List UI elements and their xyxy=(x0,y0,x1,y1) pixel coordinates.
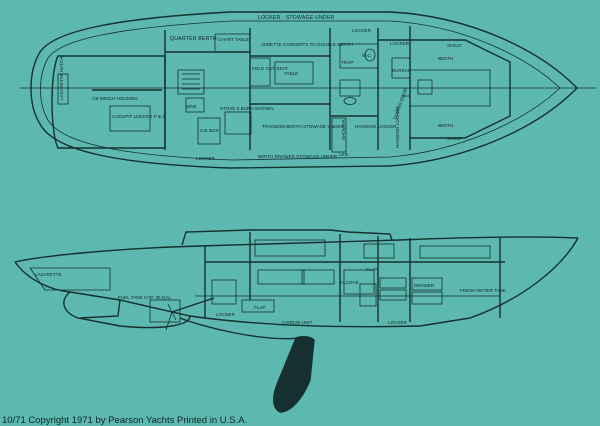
plan-hull-outline xyxy=(30,11,578,169)
label-fuel-tank: FUEL TANK CAP. 30 GAL xyxy=(118,295,171,300)
cabin-top-outline xyxy=(181,229,393,246)
engine-box xyxy=(211,279,237,305)
label-trap: TRAP xyxy=(341,60,353,65)
centerboard-shape xyxy=(273,335,315,413)
flap-aft-box xyxy=(241,299,275,313)
copyright-line: 10/71 Copyright 1971 by Pearson Yachts P… xyxy=(2,415,247,426)
label-fold-out-seat: FOLD OUT SEAT xyxy=(252,66,288,71)
label-transom-berth: TRANSOM BERTH STOWAGE UNDER xyxy=(262,124,345,129)
label-bureau: BUREAU xyxy=(392,68,411,73)
label-locker-stowage-under: LOCKER · STOWAGE UNDER xyxy=(258,15,335,21)
fuel-tank-box xyxy=(149,299,181,323)
prop-shaft xyxy=(171,297,215,313)
label-alcove: ALCOVE xyxy=(340,280,359,285)
label-locker-top-right: LOCKER xyxy=(390,41,410,46)
label-locker-aft: LOCKER xyxy=(216,312,236,317)
label-shelf-bottom: SHELF xyxy=(447,136,462,141)
lazarette-hatch xyxy=(57,73,69,105)
cockpit-outline xyxy=(51,55,166,149)
label-flap: FLAP xyxy=(254,305,266,310)
bow-line xyxy=(469,237,579,319)
label-lazarette-hatch: LAZARETTE HATCH xyxy=(59,57,64,100)
sink-box xyxy=(185,97,205,113)
label-locker-fwd: LOCKER xyxy=(388,320,408,325)
profile-labels: LAZARETTE FUEL TANK CAP. 30 GAL LOCKER F… xyxy=(35,267,507,325)
label-quarter-berth: QUARTER BERTH xyxy=(170,36,217,42)
vberth-cushion xyxy=(410,69,491,107)
label-fresh-water-tank: FRESH WATER TANK xyxy=(460,288,507,293)
label-ice-box: ICE BOX xyxy=(200,128,219,133)
label-wc: W.C. xyxy=(362,53,372,58)
sliding-door xyxy=(402,95,411,118)
label-berth-drawer: BERTH DRAWER STOWAGE UNDER xyxy=(258,154,338,159)
label-hanging-locker-mid: HANGING LOCKER xyxy=(355,124,397,129)
propeller-icon xyxy=(165,303,177,331)
label-hanging-locker-right: HANGING LOCKER xyxy=(395,106,400,148)
plan-deck-line xyxy=(40,20,561,161)
sheer-line xyxy=(14,236,579,263)
hull-sump xyxy=(179,317,301,340)
keel-lower xyxy=(79,299,121,319)
label-drawer: DRAWER xyxy=(414,283,435,288)
label-shelf-top: SHELF xyxy=(447,43,462,48)
lazarette-profile xyxy=(29,267,111,291)
label-chart-table: CHART TABLE xyxy=(218,37,249,42)
sink-head xyxy=(339,79,361,97)
table-box xyxy=(274,61,314,85)
vberth-outline xyxy=(410,39,511,139)
label-lkr: LKR xyxy=(339,152,349,157)
head-profile xyxy=(359,283,377,307)
companion-steps xyxy=(177,69,205,95)
stove-outline xyxy=(224,111,252,135)
label-locker-top: LOCKER xyxy=(352,28,372,33)
label-table: TABLE xyxy=(284,71,298,76)
label-lazarette: LAZARETTE xyxy=(35,272,62,277)
label-sliding-door: SLIDING DOOR xyxy=(392,87,408,121)
label-berth-top: BERTH xyxy=(438,56,454,61)
drawer-box xyxy=(411,277,443,291)
keel-outline xyxy=(63,291,191,329)
label-sink: SINK xyxy=(186,104,198,109)
label-dinette: DINETTE CONVERTS TO DOUBLE BERTH xyxy=(262,42,353,47)
ice-box-outline xyxy=(197,117,221,145)
label-cb-winch: CB WINCH HOUSING xyxy=(92,96,138,101)
settee-box xyxy=(257,269,305,285)
label-shower: SHOWER xyxy=(341,119,346,140)
label-cockpit-locker: COCKPIT LOCKER P & S xyxy=(112,114,165,119)
bureau-box xyxy=(391,57,411,79)
label-berth-bottom: BERTH xyxy=(438,123,454,128)
fold-out-seat-box xyxy=(249,57,271,87)
hull-bottom xyxy=(14,261,471,328)
plan-labels: LOCKER · STOWAGE UNDER QUARTER BERTH CHA… xyxy=(59,15,462,161)
wc-fixture xyxy=(364,48,376,62)
label-locker-bottom: LOCKER xyxy=(196,156,216,161)
plan-view xyxy=(20,11,596,169)
profile-view xyxy=(14,229,579,413)
alcove-box xyxy=(343,269,375,295)
label-stove: STOVE 2 BURN W/OVEN xyxy=(220,106,274,111)
cockpit-locker-box xyxy=(109,105,151,132)
label-flap-mid: FLAP xyxy=(366,267,378,272)
label-v-drive: V-DRIVE UNIT xyxy=(282,320,313,325)
